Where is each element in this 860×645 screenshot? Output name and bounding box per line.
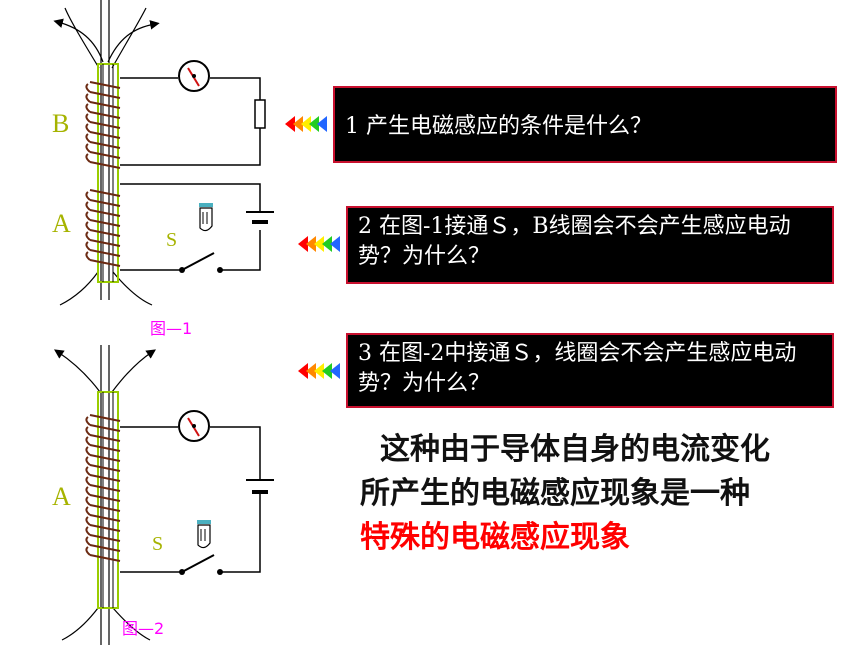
- switch-hand-icon: [199, 203, 213, 232]
- label-a-1: A: [52, 209, 71, 238]
- conclusion-line-1: 这种由于导体自身的电流变化: [380, 432, 770, 467]
- iron-core-1: [97, 63, 119, 283]
- label-a-2: A: [52, 482, 71, 511]
- coil-b: [85, 81, 121, 169]
- question-3-box: 3 在图-2中接通Ｓ，线圈会不会产生感应电动势？为什么？: [346, 333, 834, 408]
- conclusion-line-2: 所产生的电磁感应现象是一种: [360, 476, 750, 511]
- question-1-box: 1 产生电磁感应的条件是什么？: [333, 86, 837, 163]
- circuit-2: [120, 426, 274, 573]
- coil-a-2: [85, 414, 121, 562]
- question-2-text: 2 在图-1接通Ｓ，B线圈会不会产生感应电动势？为什么？: [358, 214, 791, 269]
- question-2-box: 2 在图-1接通Ｓ，B线圈会不会产生感应电动势？为什么？: [346, 206, 834, 284]
- label-s-1: S: [166, 229, 177, 251]
- figure-1: B A S 图—1: [52, 0, 274, 338]
- galvanometer-1: [178, 60, 210, 92]
- field-lines-1: [53, 0, 160, 306]
- caption-figure-1: 图—1: [150, 319, 192, 338]
- coil-a: [85, 189, 121, 267]
- label-b: B: [52, 109, 69, 138]
- rainbow-arrow-icon: [298, 363, 340, 379]
- galvanometer-2: [178, 410, 210, 442]
- rainbow-arrow-icon: [285, 116, 327, 132]
- circuit-a-1: [120, 183, 274, 271]
- field-lines-2: [54, 345, 156, 645]
- conclusion-text: 这种由于导体自身的电流变化 所产生的电磁感应现象是一种 特殊的电磁感应现象: [360, 428, 830, 560]
- switch-hand-icon-2: [197, 520, 211, 549]
- question-3-text: 3 在图-2中接通Ｓ，线圈会不会产生感应电动势？为什么？: [358, 341, 797, 396]
- caption-figure-2: 图—2: [122, 619, 164, 638]
- rainbow-arrow-icon: [298, 236, 340, 252]
- conclusion-highlight: 特殊的电磁感应现象: [360, 520, 630, 555]
- figure-2: A S 图—2: [52, 345, 274, 645]
- question-1-text: 1 产生电磁感应的条件是什么？: [345, 114, 652, 139]
- circuit-b: [120, 77, 266, 166]
- induction-diagram: B A S 图—1: [52, 0, 274, 645]
- label-s-2: S: [152, 533, 163, 555]
